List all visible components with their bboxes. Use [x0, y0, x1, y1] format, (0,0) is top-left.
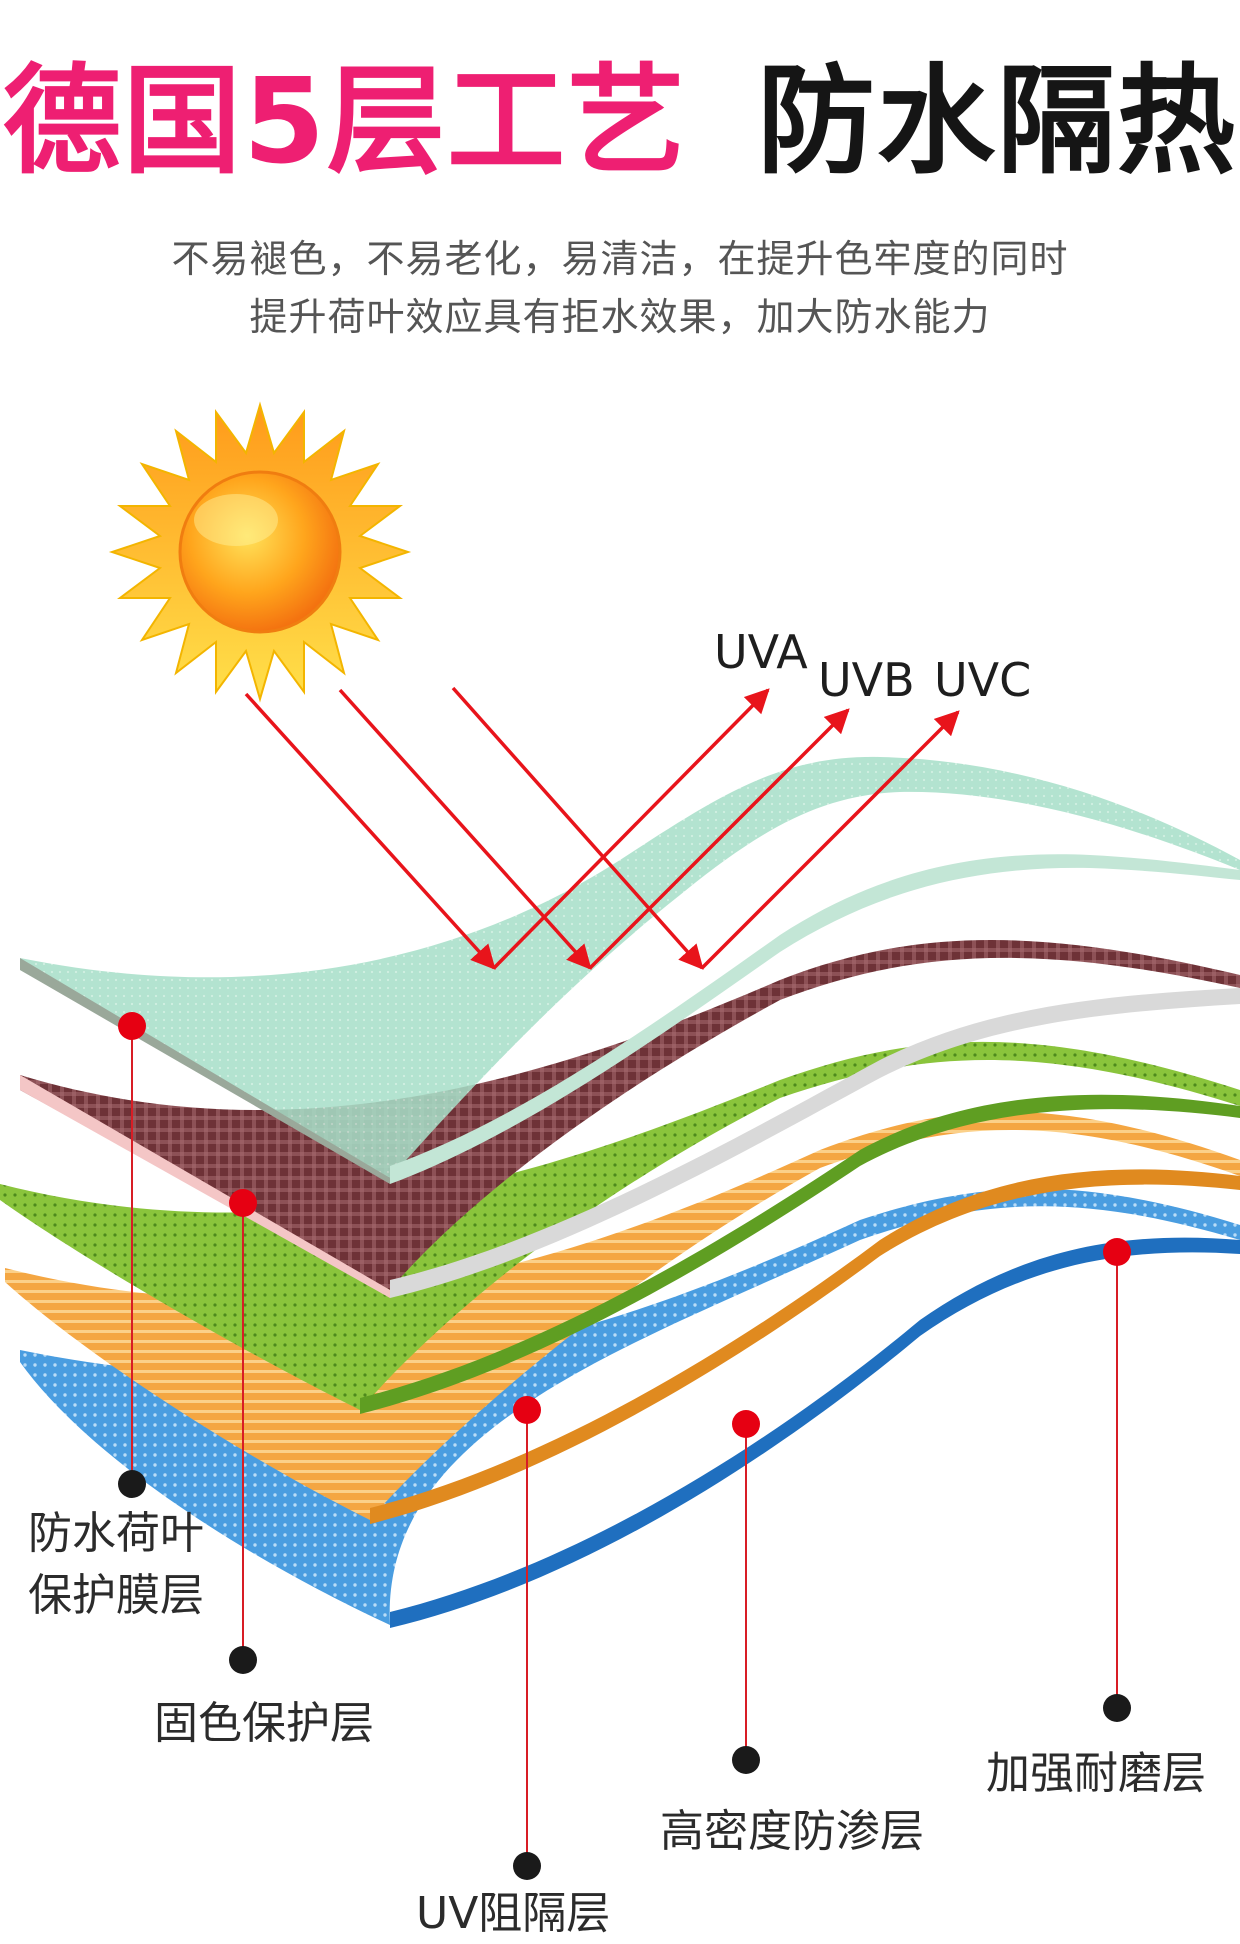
layer-color-fixing	[20, 940, 1240, 1298]
marker-top-1	[118, 1012, 146, 1040]
layer-uv-barrier	[0, 1041, 1240, 1414]
uvc-reflected-ray	[700, 710, 960, 970]
label-color-fixing: 固色保护层	[154, 1698, 374, 1749]
uvc-incoming-ray	[451, 686, 704, 970]
layer-anti-seepage	[5, 1111, 1240, 1524]
uvc-label: UVC	[934, 653, 1031, 707]
leader-lines	[131, 1026, 1118, 1866]
leader-markers	[118, 1012, 1131, 1880]
page-title: 德国5层工艺防水隔热	[0, 56, 1240, 186]
label-wear-resistant: 加强耐磨层	[986, 1748, 1206, 1799]
uva-reflected-ray	[492, 688, 770, 970]
uva-label: UVA	[714, 625, 808, 679]
label-waterproof-film-line-2: 保护膜层	[28, 1570, 204, 1621]
sun-icon	[108, 401, 412, 703]
uv-rays	[244, 686, 960, 970]
label-anti-seepage: 高密度防渗层	[660, 1806, 924, 1857]
marker-top-5	[1103, 1238, 1131, 1266]
subtitle-line-1: 不易褪色，不易老化，易清洁，在提升色牢度的同时	[171, 237, 1069, 281]
layer-wear-resistant	[20, 1188, 1240, 1628]
layer-waterproof-film	[20, 756, 1240, 1184]
title-highlight: 德国5层工艺	[2, 52, 688, 190]
marker-end-2	[229, 1646, 257, 1674]
uva-incoming-ray	[244, 692, 496, 970]
layer-diagram: UVA UVB UVC	[0, 401, 1240, 1880]
subtitle-line-2: 提升荷叶效应具有拒水效果，加大防水能力	[249, 295, 991, 339]
marker-top-3	[513, 1396, 541, 1424]
marker-end-1	[118, 1470, 146, 1498]
marker-top-2	[229, 1189, 257, 1217]
marker-end-3	[513, 1852, 541, 1880]
uvb-label: UVB	[818, 653, 915, 707]
marker-top-4	[732, 1410, 760, 1438]
label-uv-barrier: UV阻隔层	[416, 1888, 611, 1939]
marker-end-4	[732, 1746, 760, 1774]
title-main: 防水隔热	[757, 52, 1238, 190]
label-waterproof-film-line-1: 防水荷叶	[28, 1508, 204, 1559]
marker-end-5	[1103, 1694, 1131, 1722]
uvb-incoming-ray	[338, 688, 592, 970]
uvb-reflected-ray	[588, 708, 850, 970]
